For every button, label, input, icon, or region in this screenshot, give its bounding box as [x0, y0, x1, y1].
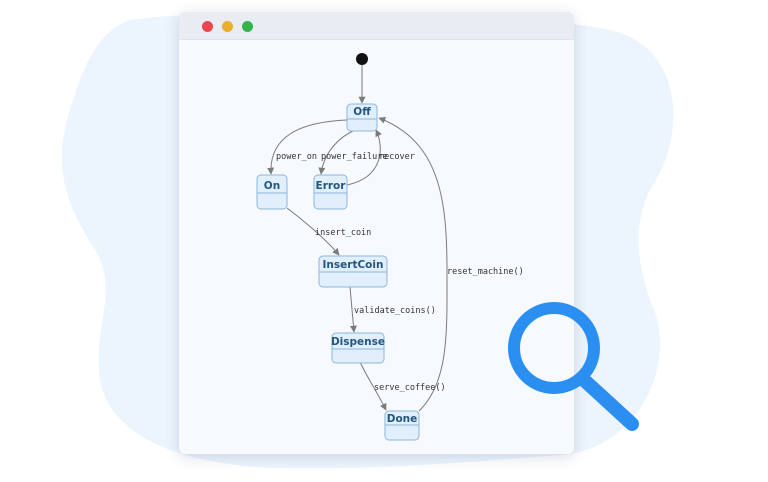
edge-label-validate-coins: validate_coins() — [354, 306, 436, 316]
initial-state-node — [356, 53, 368, 65]
window-titlebar — [179, 12, 574, 40]
edge-label-power-on: power_on — [276, 152, 317, 162]
edge-label-insert-coin: insert_coin — [315, 228, 371, 238]
edge-label-serve-coffee: serve_coffee() — [374, 383, 446, 393]
search-icon — [508, 302, 639, 431]
state-error: Error — [313, 174, 348, 210]
state-label-dispense: Dispense — [331, 336, 385, 348]
edge-done-off — [378, 117, 448, 412]
state-insertcoin: InsertCoin — [318, 255, 388, 288]
state-label-done: Done — [387, 413, 418, 425]
diagram-window: power_on power_failure recover insert_co… — [179, 12, 574, 454]
edge-label-recover: recover — [379, 152, 415, 162]
edge-label-power-failure: power_failure — [321, 152, 388, 162]
state-on: On — [256, 174, 288, 210]
edge-error-off — [346, 129, 382, 186]
state-label-insertcoin: InsertCoin — [323, 259, 384, 271]
edge-off-error — [318, 129, 356, 175]
state-done: Done — [384, 410, 420, 441]
minimize-window-button[interactable] — [222, 21, 233, 32]
edge-insertcoin-dispense — [349, 286, 357, 333]
state-label-on: On — [264, 180, 280, 192]
state-off: Off — [346, 103, 378, 132]
close-window-button[interactable] — [202, 21, 213, 32]
maximize-window-button[interactable] — [242, 21, 253, 32]
edge-dispense-done — [359, 361, 387, 411]
edge-label-reset-machine: reset_machine() — [447, 267, 524, 277]
edge-off-on — [267, 119, 348, 175]
state-label-off: Off — [353, 106, 371, 118]
edge-on-insertcoin — [286, 207, 340, 256]
state-dispense: Dispense — [331, 332, 385, 364]
state-diagram: power_on power_failure recover insert_co… — [256, 53, 524, 441]
state-label-error: Error — [316, 180, 347, 192]
